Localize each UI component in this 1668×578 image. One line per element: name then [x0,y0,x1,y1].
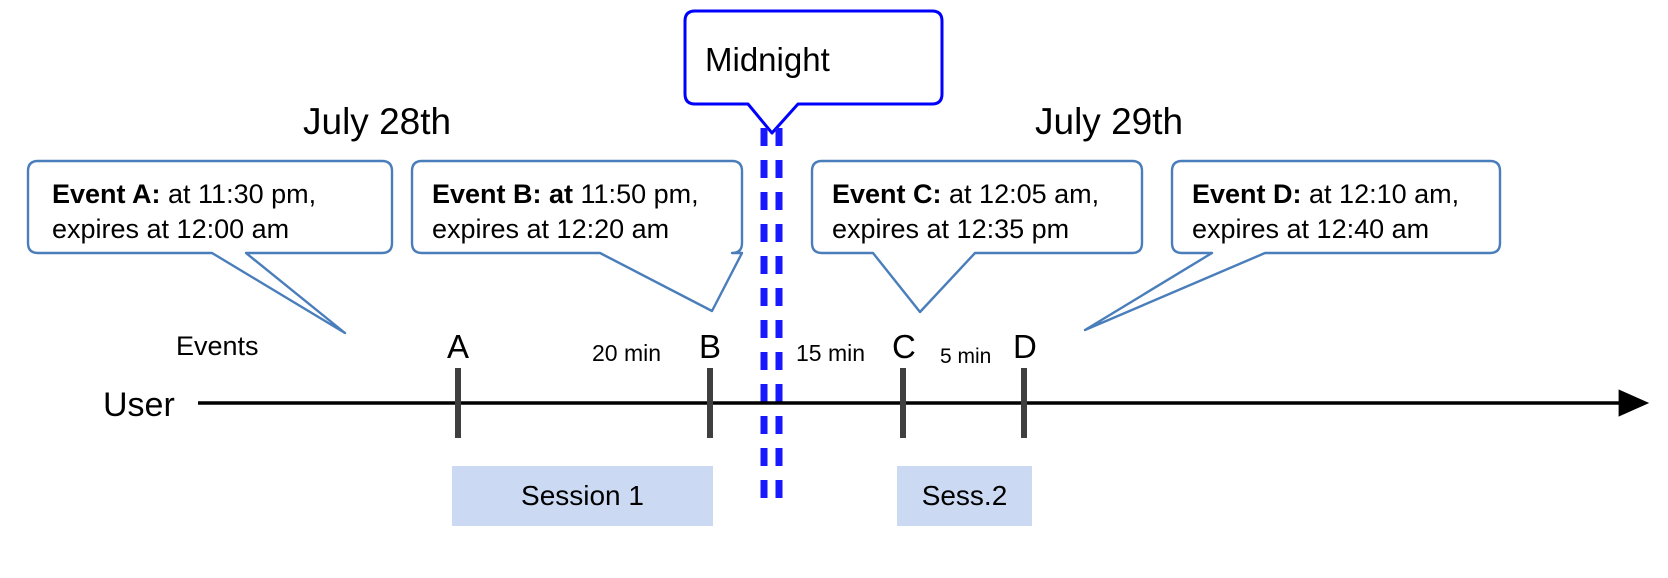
event-b-callout-text: Event B: at 11:50 pm, expires at 12:20 a… [432,177,699,247]
gap-label-15-min: 15 min [796,340,866,366]
event-b-line1-rest: 11:50 pm, [573,179,699,209]
session-2-label: Sess.2 [921,480,1008,511]
session-box-2: Sess.2 [897,466,1032,526]
tick-label-a: A [447,328,470,365]
event-c-callout-shape [810,159,1144,314]
midnight-callout-shape [683,9,944,135]
event-d-callout-text: Event D: at 12:10 am, expires at 12:40 a… [1192,177,1459,247]
tick-label-d: D [1013,328,1037,365]
event-a-line2: expires at 12:00 am [52,214,290,244]
event-b-callout-shape [410,159,744,313]
tick-label-b: B [699,328,722,365]
event-d-line1-rest: at 12:10 am, [1301,179,1460,209]
user-row-label: User [103,386,175,424]
gap-label-5-min: 5 min [940,345,992,368]
gap-label-20-min: 20 min [592,340,662,366]
session-1-label: Session 1 [521,480,644,511]
event-d-bold-prefix: Event D: [1192,179,1302,209]
event-a-callout-shape [26,159,394,335]
event-a-callout-text: Event A: at 11:30 pm, expires at 12:00 a… [52,177,316,247]
session-box-1: Session 1 [452,466,713,526]
event-c-line1-rest: at 12:05 am, [941,179,1100,209]
event-d-callout-shape [1083,159,1502,332]
event-a-line1-rest: at 11:30 pm, [160,179,317,209]
event-c-callout-text: Event C: at 12:05 am, expires at 12:35 p… [832,177,1099,247]
event-b-line2: expires at 12:20 am [432,214,670,244]
event-c-line2: expires at 12:35 pm [832,214,1070,244]
event-d-line2: expires at 12:40 am [1192,214,1430,244]
event-a-bold-prefix: Event A: [52,179,161,209]
event-c-bold-prefix: Event C: [832,179,942,209]
midnight-label: Midnight [705,41,830,78]
date-label-july-28: July 28th [303,101,452,142]
events-row-label: Events [176,331,259,361]
date-label-july-29: July 29th [1035,101,1184,142]
tick-label-c: C [892,328,916,365]
event-b-bold-prefix: Event B: at [432,179,574,209]
